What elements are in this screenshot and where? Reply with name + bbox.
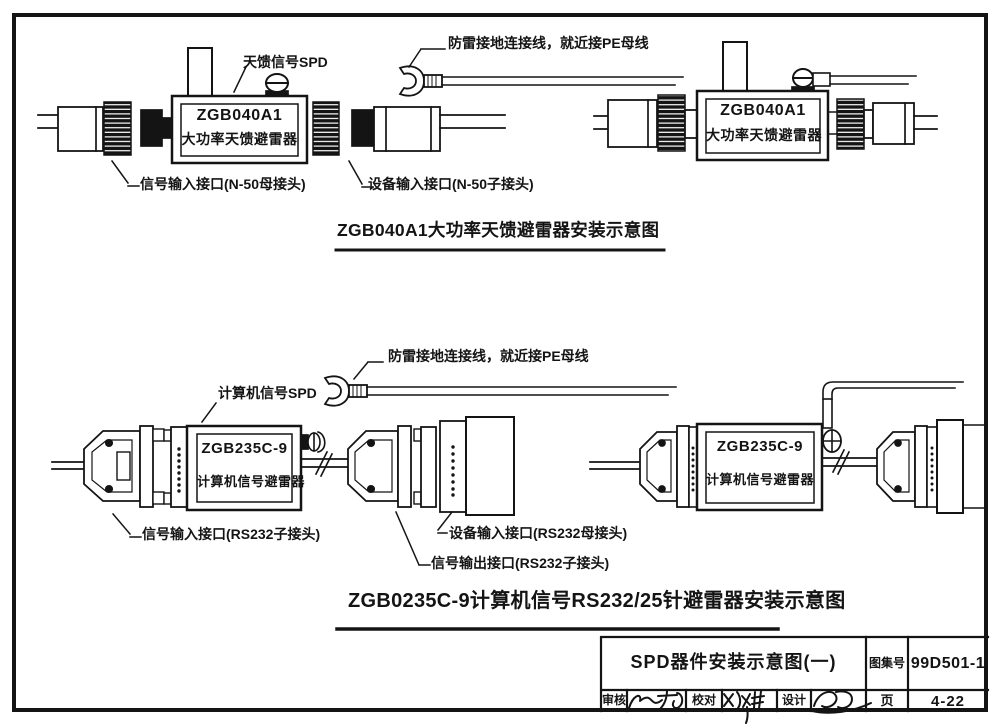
- label-signal-out-rs232: 信号输出接口(RS232子接头): [431, 555, 610, 571]
- device1-name-right: 大功率天馈避雷器: [706, 127, 822, 143]
- device2-model-right: ZGB235C-9: [716, 438, 804, 455]
- designer-label: 设计: [781, 693, 806, 707]
- cable-break-symbol: [831, 448, 851, 476]
- cable-break-symbol: [314, 450, 334, 478]
- device2-model-left: ZGB235C-9: [201, 440, 288, 457]
- label-antenna-spd: 天馈信号SPD: [243, 54, 328, 70]
- label-pe-wire-middle: 防雷接地连接线，就近接PE母线: [388, 348, 589, 364]
- label-pe-wire-top: 防雷接地连接线，就近接PE母线: [448, 35, 649, 51]
- leader-device-in-2: [436, 510, 454, 534]
- leader-signal-in-2: [111, 512, 142, 538]
- device2-name-left: 计算机信号避雷器: [197, 474, 306, 489]
- signature-proofreader: [723, 690, 765, 724]
- device1-name-left: 大功率天馈避雷器: [181, 131, 298, 147]
- label-signal-in-n50: 信号输入接口(N-50母接头): [140, 176, 306, 192]
- proofreader-label: 校对: [691, 693, 716, 707]
- zgb235c9-exploded-drawing: [51, 401, 515, 566]
- zgb235c9-assembled-drawing: [589, 381, 987, 514]
- label-device-in-rs232: 设备输入接口(RS232母接头): [449, 525, 628, 541]
- page-label: 页: [880, 693, 894, 708]
- leader-spd-2: [200, 401, 218, 424]
- zgb040a1-exploded-drawing: [37, 47, 506, 188]
- atlas-number-label: 图集号: [868, 656, 905, 670]
- signature-reviewer: [628, 689, 684, 710]
- caption-zgb0235c9: ZGB0235C-9计算机信号RS232/25针避雷器安装示意图: [348, 590, 846, 612]
- leader-spd-1: [232, 65, 248, 94]
- atlas-number-value: 99D501-1: [910, 655, 986, 672]
- page-number: 4-22: [930, 693, 966, 710]
- leader-signal-out-2: [395, 511, 431, 566]
- device2-name-right: 计算机信号避雷器: [706, 472, 815, 487]
- caption-zgb040a1: ZGB040A1大功率天馈避雷器安装示意图: [337, 220, 660, 240]
- label-signal-in-rs232: 信号输入接口(RS232子接头): [142, 526, 321, 542]
- device1-model-left: ZGB040A1: [196, 107, 283, 124]
- leader-signal-in-1: [110, 159, 140, 187]
- zgb040a1-assembled-drawing: [593, 41, 938, 162]
- pe-wire-detail-top: [398, 47, 684, 97]
- signature-designer: [811, 690, 872, 714]
- label-computer-spd: 计算机信号SPD: [218, 385, 317, 401]
- reviewer-label: 审核: [601, 693, 626, 707]
- leader-pe-1: [407, 47, 446, 69]
- leader-pe-2: [352, 360, 384, 381]
- leader-device-in-1: [347, 159, 374, 188]
- label-device-in-n50: 设备输入接口(N-50子接头): [368, 176, 534, 192]
- title-block-title: SPD器件安装示意图(一): [630, 652, 837, 672]
- sheet-border: [12, 13, 988, 712]
- title-block-grid: [599, 635, 990, 713]
- pe-wire-detail-middle: [323, 360, 677, 407]
- device1-model-right: ZGB040A1: [720, 102, 806, 119]
